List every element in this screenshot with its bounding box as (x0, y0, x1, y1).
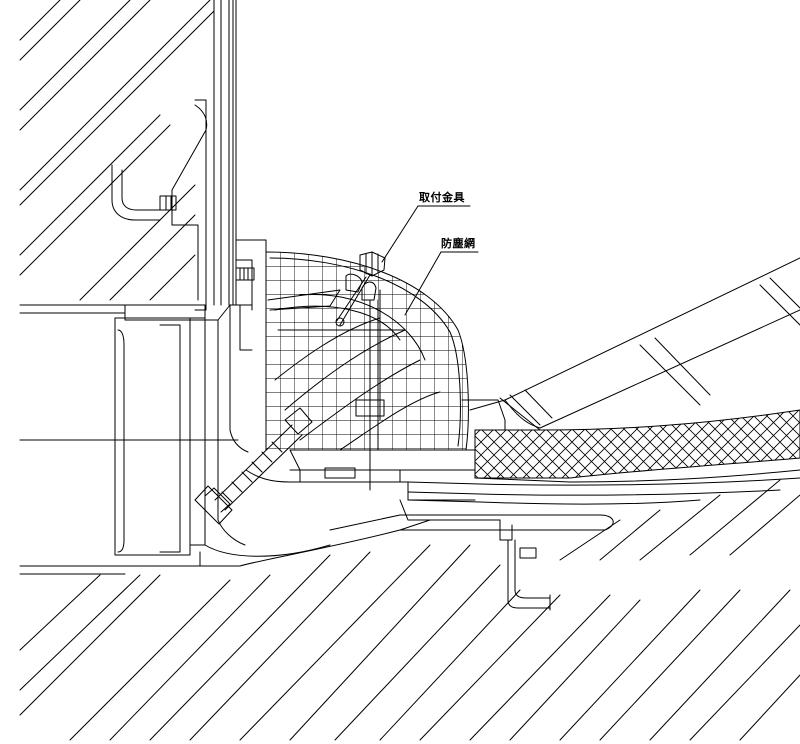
left-frame (19, 304, 239, 575)
callout-dust-net: 防塵網 (441, 237, 476, 250)
upper-anchor-bracket (111, 104, 208, 301)
wall-hatch-upper-left (19, 0, 215, 301)
insulation-panel (407, 399, 800, 505)
wall-hatch-right (509, 277, 800, 426)
callout-mount-bracket: 取付金具 (419, 191, 465, 204)
dust-net-dome (265, 251, 469, 491)
callout-leaders (381, 205, 479, 316)
mount-bracket-wingnut (267, 251, 386, 327)
sloped-roof (499, 257, 800, 431)
diagonal-bolt (194, 407, 401, 525)
flange-body (199, 239, 431, 567)
vertical-wall-layers (194, 0, 237, 311)
wall-hatch-lower-left (19, 479, 800, 741)
